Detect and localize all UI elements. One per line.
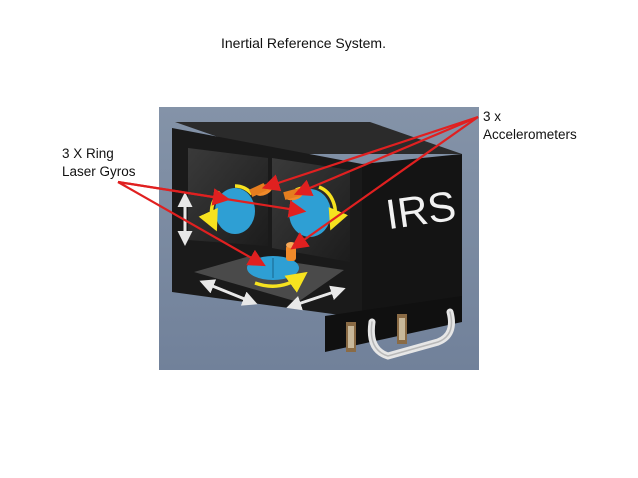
pointer-accel-left [261, 115, 479, 192]
rotation-arrow-right-a [318, 185, 349, 231]
gyros-label-line1: 3 X Ring [62, 146, 114, 161]
pointer-gyro-left [117, 180, 231, 206]
box-base [325, 296, 462, 352]
pointer-accel-floor [290, 116, 479, 250]
rotation-arrow-left-a [198, 190, 222, 232]
accelerometer-left [249, 182, 273, 198]
interior-floor [194, 256, 344, 302]
accelerometer-right [283, 188, 303, 201]
box-end [362, 154, 462, 318]
interior-right [272, 158, 350, 262]
box-top [175, 122, 462, 154]
box-front [172, 128, 362, 318]
image-panel [159, 107, 479, 370]
pointer-gyro-right [117, 180, 307, 218]
page-title: Inertial Reference System. [221, 35, 386, 51]
lateral-axis-arrow [199, 279, 258, 306]
irs-label: IRS [383, 182, 459, 238]
pointer-accel-right [293, 115, 479, 196]
rotation-arrow-floor [254, 271, 308, 293]
rotation-arrow-left-b [234, 184, 254, 196]
pointer-gyro-floor [117, 181, 266, 267]
gyro-disc-left [215, 188, 255, 234]
accelerometers-label-line1: 3 x [483, 109, 502, 124]
connector-left [346, 322, 356, 352]
handle [367, 308, 455, 360]
gyro-disc-right [289, 189, 331, 237]
accelerometer-floor [286, 242, 296, 261]
connector-right [397, 314, 407, 344]
longitudinal-axis-arrow [286, 285, 346, 311]
accelerometers-label: 3 x Accelerometers [483, 108, 577, 144]
rotation-arrow-right-b [295, 186, 309, 192]
interior-left [188, 148, 268, 246]
gyro-disc-floor [247, 256, 299, 280]
accelerometers-label-line2: Accelerometers [483, 127, 577, 142]
gyros-label: 3 X Ring Laser Gyros [62, 145, 136, 181]
gyros-label-line2: Laser Gyros [62, 164, 136, 179]
